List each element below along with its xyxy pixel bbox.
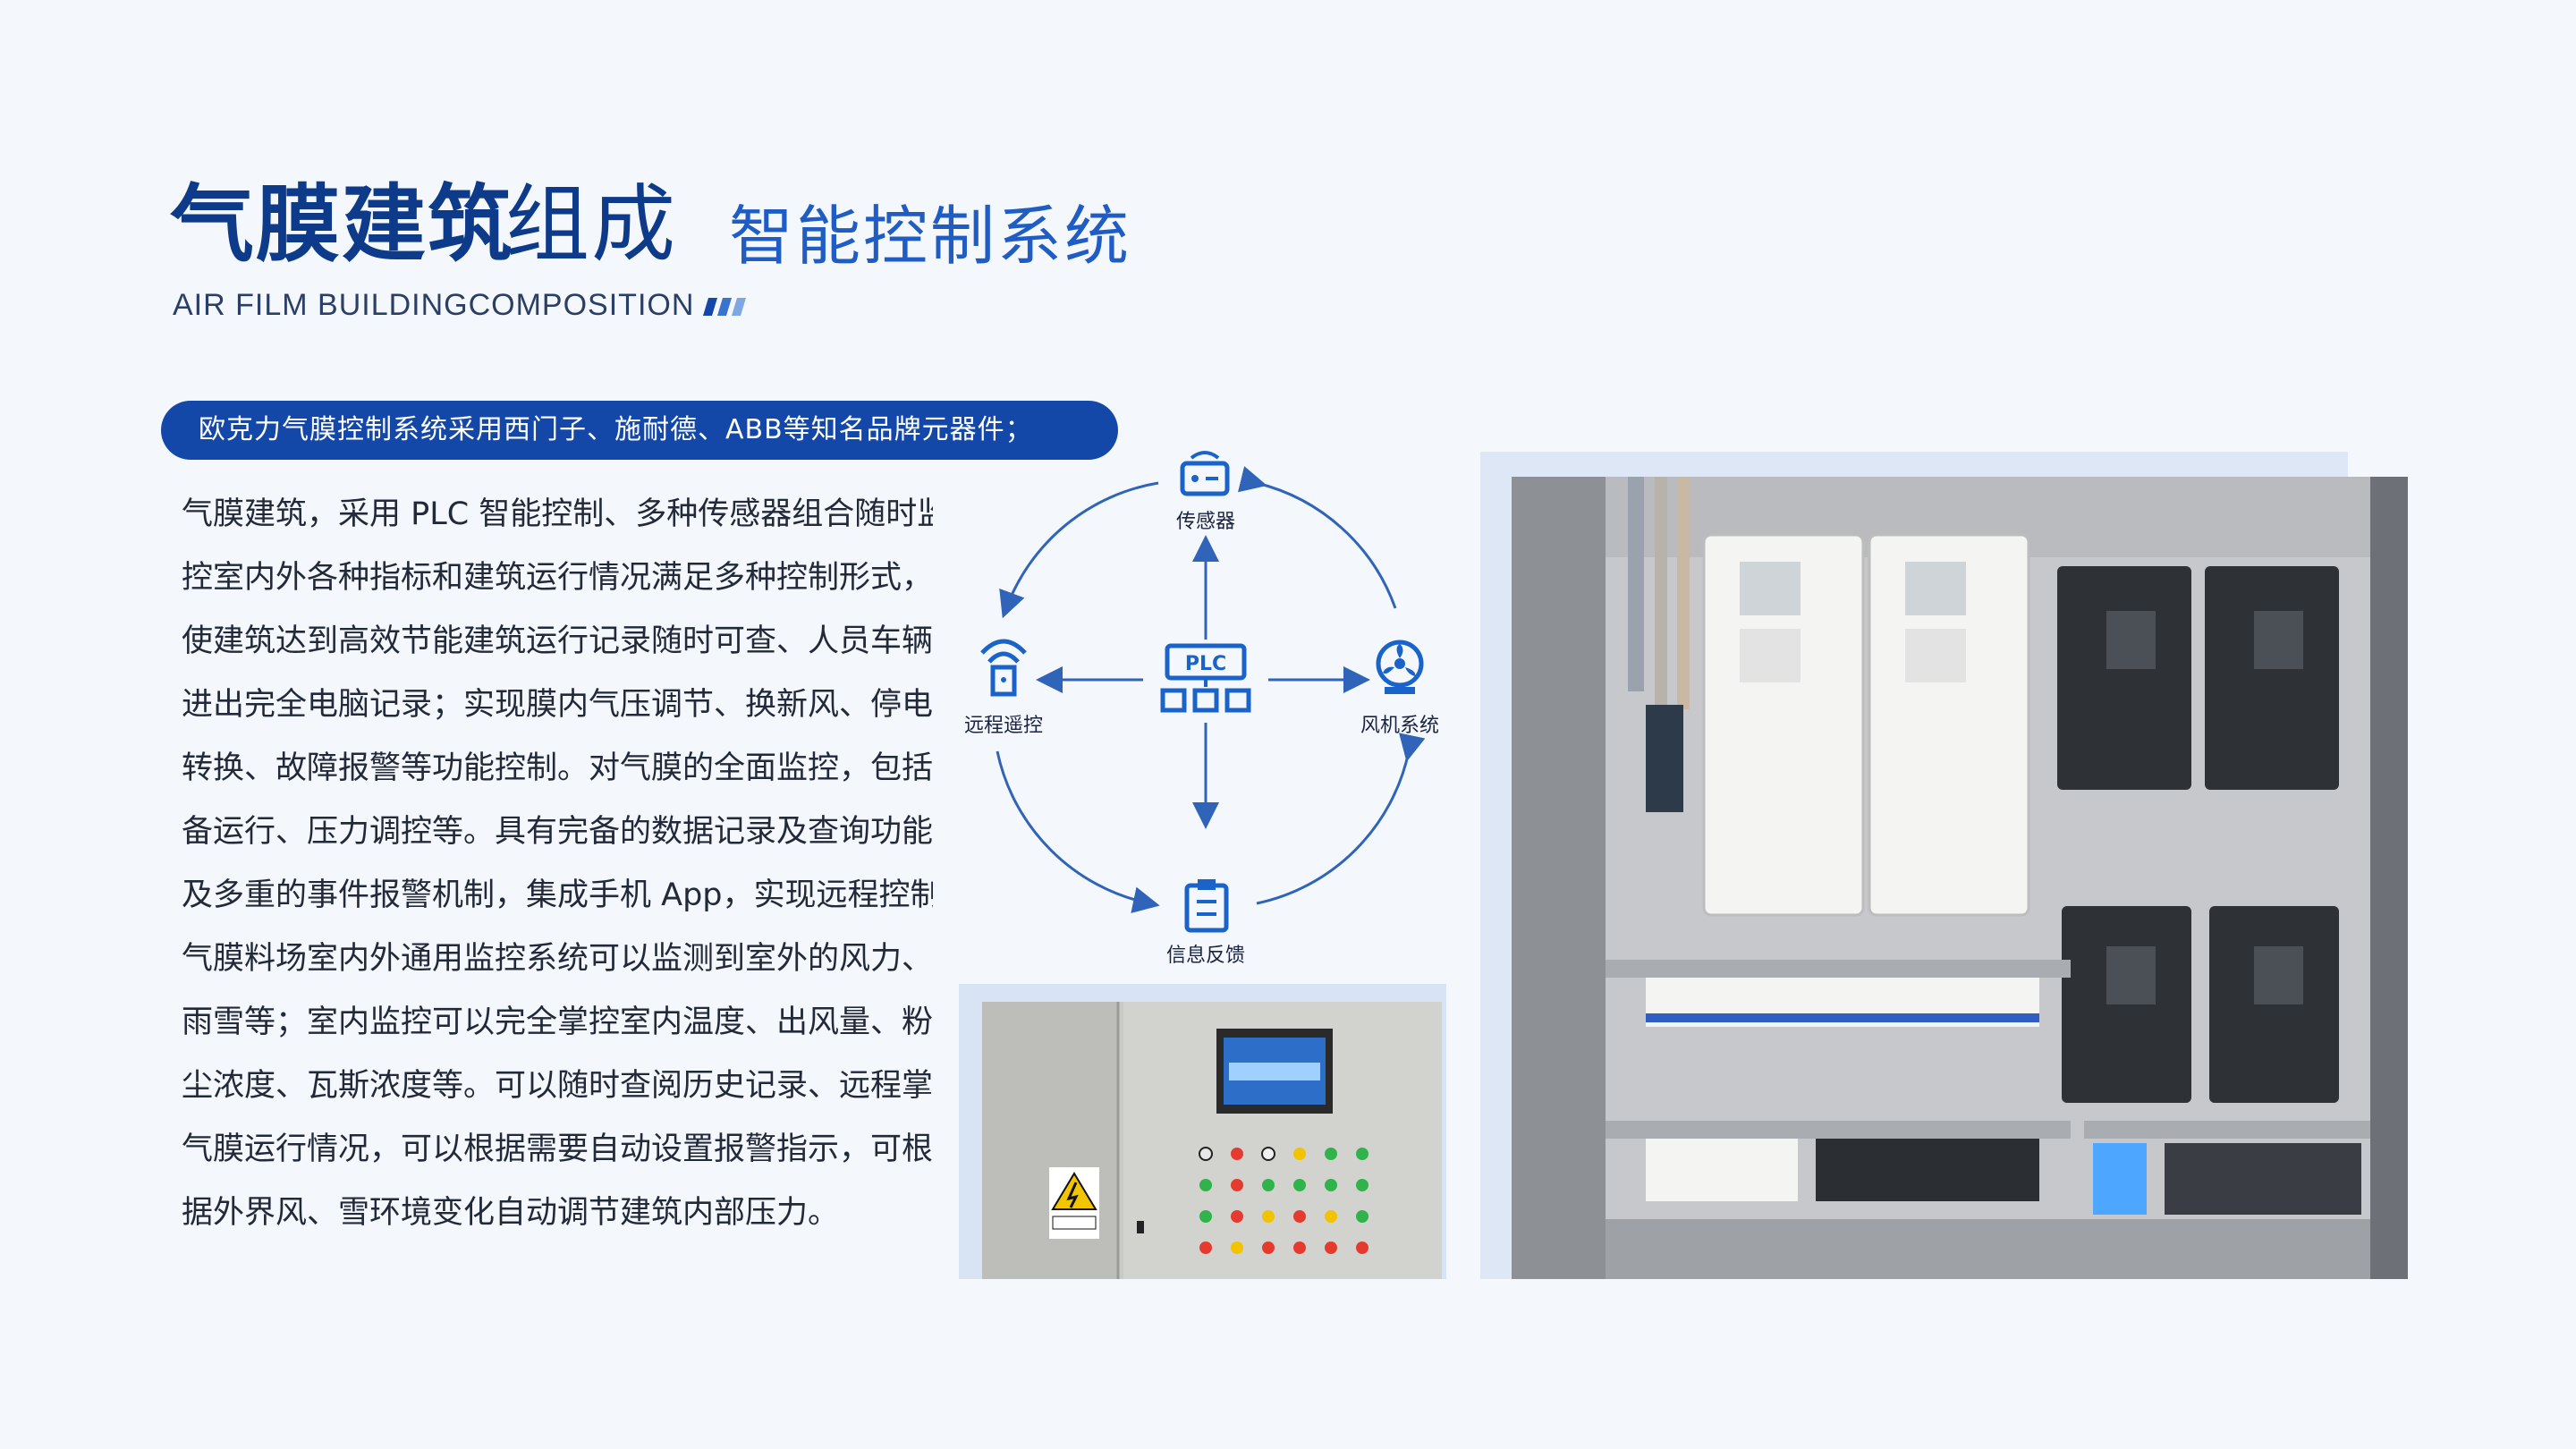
paragraph-line: 气膜料场室内外通用监控系统可以监测到室外的风力、 bbox=[182, 941, 933, 977]
paragraph-line: 据外界风、雪环境变化自动调节建筑内部压力。 bbox=[182, 1195, 840, 1231]
cycle-arc bbox=[999, 481, 1159, 619]
paragraph-line: 气膜运行情况，可以根据需要自动设置报警指示，可根 bbox=[182, 1131, 933, 1167]
paragraph-line: 气膜建筑，采用 PLC 智能控制、多种传感器组合随时监 bbox=[182, 496, 933, 532]
indicator-lights bbox=[1199, 1147, 1368, 1254]
cycle-arc bbox=[1256, 733, 1426, 905]
node-label-fan: 风机系统 bbox=[1360, 715, 1439, 737]
fan-icon bbox=[1376, 640, 1424, 694]
electrical-panel-photo bbox=[1512, 477, 2408, 1279]
node-label-remote: 远程遥控 bbox=[964, 715, 1043, 737]
highlight-pill: 欧克力气膜控制系统采用西门子、施耐德、ABB等知名品牌元器件； bbox=[161, 401, 1118, 460]
clipboard-icon bbox=[1184, 879, 1229, 933]
paragraph-line: 转换、故障报警等功能控制。对气膜的全面监控，包括设 bbox=[182, 750, 933, 786]
english-subtitle: AIR FILM BUILDINGCOMPOSITION bbox=[173, 288, 695, 322]
node-label-sensor: 传感器 bbox=[1176, 511, 1235, 533]
paragraph-line: 及多重的事件报警机制，集成手机 App，实现远程控制。 bbox=[182, 877, 933, 913]
paragraph-line: 使建筑达到高效节能建筑运行记录随时可查、人员车辆 bbox=[182, 623, 933, 659]
title-sub: 智能控制系统 bbox=[729, 199, 1132, 274]
plc-icon: PLC bbox=[1160, 643, 1251, 713]
cycle-arc bbox=[996, 750, 1160, 913]
svg-text:PLC: PLC bbox=[1185, 653, 1226, 675]
description-paragraph: 气膜建筑，采用 PLC 智能控制、多种传感器组合随时监 控室内外各种指标和建筑运… bbox=[182, 483, 933, 1245]
node-label-feedback: 信息反馈 bbox=[1166, 945, 1245, 967]
title-bold: 气膜建筑 bbox=[170, 176, 514, 274]
sensor-icon bbox=[1180, 451, 1230, 496]
control-diagram: PLC 传感器 远程遥控 风机系统 信息反馈 bbox=[964, 451, 1439, 967]
paragraph-line: 尘浓度、瓦斯浓度等。可以随时查阅历史记录、远程掌控 bbox=[182, 1068, 933, 1104]
paragraph-line: 雨雪等；室内监控可以完全掌控室内温度、出风量、粉 bbox=[182, 1004, 933, 1040]
control-cabinet-photo bbox=[982, 1002, 1442, 1279]
decorative-stripes-icon bbox=[703, 298, 746, 316]
paragraph-line: 进出完全电脑记录；实现膜内气压调节、换新风、停电 bbox=[182, 687, 933, 723]
paragraph-line: 控室内外各种指标和建筑运行情况满足多种控制形式， bbox=[182, 560, 933, 596]
remote-signal-icon bbox=[980, 639, 1027, 697]
paragraph-line: 备运行、压力调控等。具有完备的数据记录及查询功能 bbox=[182, 814, 933, 850]
cycle-arc bbox=[1237, 466, 1397, 609]
title-light: 组成 bbox=[505, 176, 678, 274]
